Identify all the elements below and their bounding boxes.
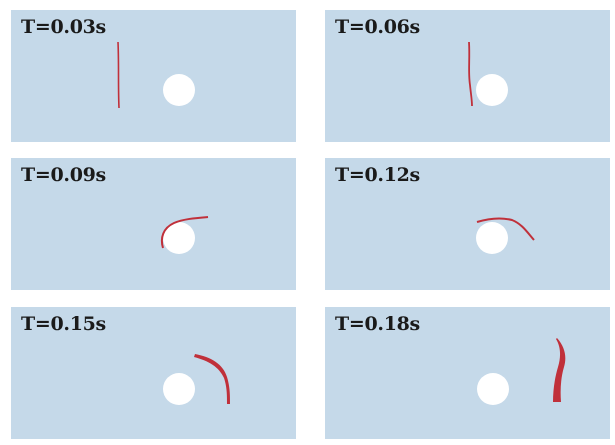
filament	[160, 216, 209, 249]
flow-scene	[476, 217, 535, 254]
time-label: T=0.09s	[21, 164, 106, 186]
filament	[476, 217, 535, 241]
filament	[468, 41, 473, 107]
filament	[553, 338, 566, 402]
snapshot-panel-3: T=0.09s	[11, 158, 296, 290]
time-label: T=0.15s	[21, 313, 106, 335]
time-label: T=0.12s	[335, 164, 420, 186]
cylinder	[163, 222, 195, 254]
cylinder	[163, 373, 195, 405]
filament	[194, 354, 230, 404]
snapshot-panel-5: T=0.15s	[11, 307, 296, 439]
snapshot-panel-2: T=0.06s	[325, 10, 610, 142]
cylinder	[476, 74, 508, 106]
snapshot-panel-1: T=0.03s	[11, 10, 296, 142]
cylinder	[163, 74, 195, 106]
snapshot-panel-4: T=0.12s	[325, 158, 610, 290]
cylinder	[477, 373, 509, 405]
flow-scene	[468, 41, 508, 107]
flow-scene	[163, 354, 230, 405]
time-label: T=0.03s	[21, 16, 106, 38]
time-label: T=0.06s	[335, 16, 420, 38]
flow-scene	[477, 338, 566, 405]
filament	[117, 41, 120, 109]
flow-scene	[160, 216, 209, 254]
time-label: T=0.18s	[335, 313, 420, 335]
snapshot-panel-6: T=0.18s	[325, 307, 610, 439]
cylinder	[476, 222, 508, 254]
flow-scene	[117, 41, 195, 109]
